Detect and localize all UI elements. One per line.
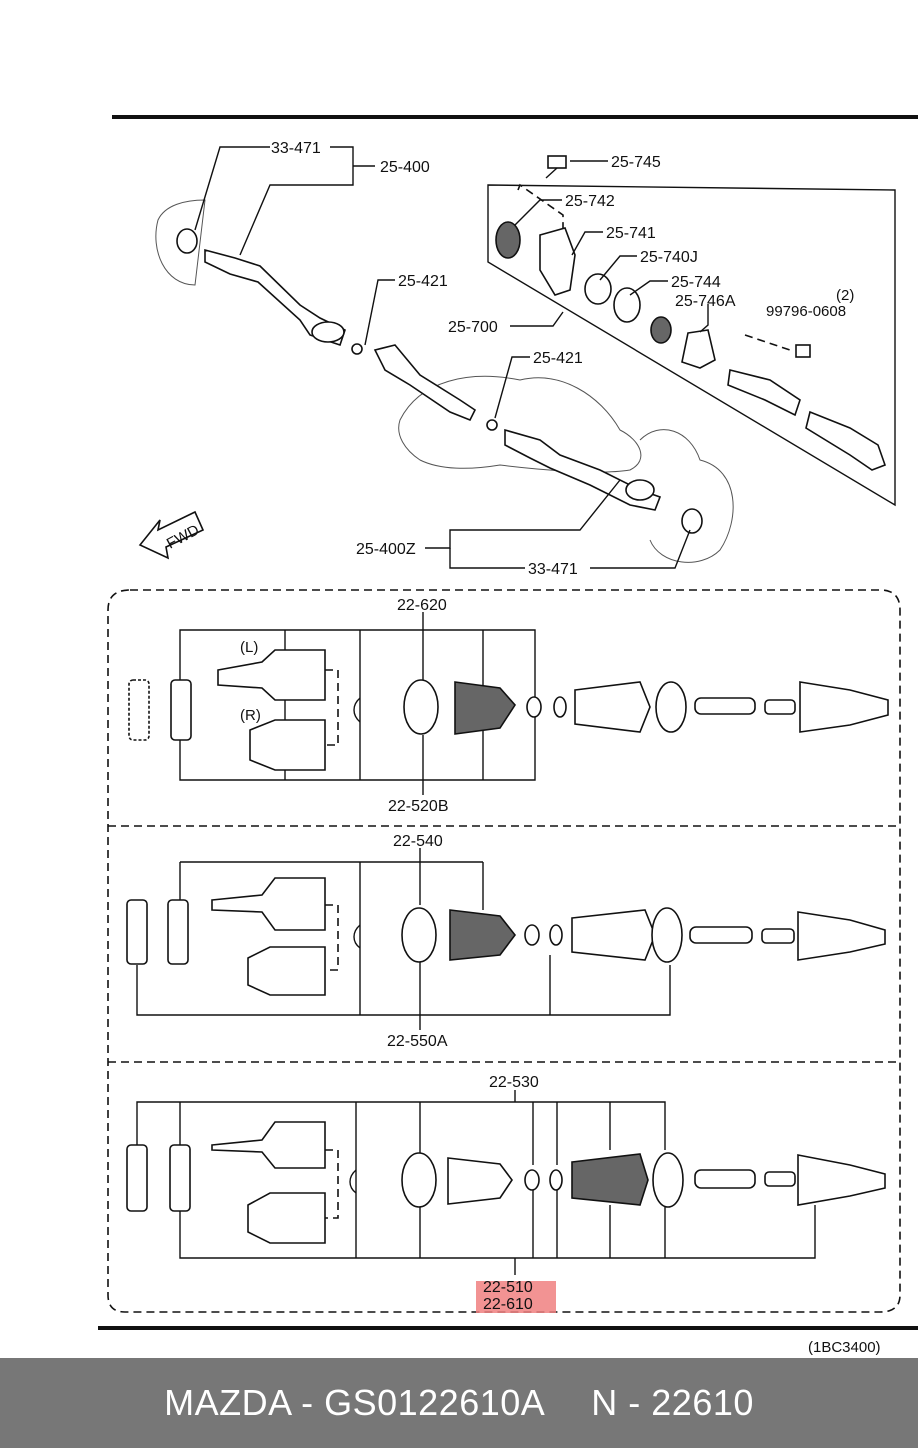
upper-leaders [194, 146, 709, 569]
callout-25-741: 25-741 [606, 225, 656, 242]
part-highlight [476, 1281, 556, 1313]
callout-25-400: 25-400 [380, 159, 430, 176]
variant-section-2 [126, 848, 886, 1030]
callout-25-740j: 25-740J [640, 249, 698, 266]
callout-25-745: 25-745 [611, 154, 661, 171]
diagram-code: (1BC3400) [808, 1339, 881, 1356]
callout-25-700: 25-700 [448, 319, 498, 336]
right-mark: (R) [240, 707, 261, 724]
callout-22-550a: 22-550A [387, 1033, 448, 1050]
callout-22-620: 22-620 [397, 597, 447, 614]
callout-22-510: 22-510 [483, 1279, 533, 1296]
callout-22-520b: 22-520B [388, 798, 449, 815]
variant-section-3 [126, 1090, 886, 1275]
parts-diagram: 33-471 25-400 25-745 25-742 25-741 25-74… [98, 115, 918, 1356]
callout-25-400z: 25-400Z [356, 541, 416, 558]
callout-25-421-a: 25-421 [398, 273, 448, 290]
callout-22-610: 22-610 [483, 1296, 533, 1313]
callout-22-530: 22-530 [489, 1074, 539, 1091]
callout-qty: (2) [836, 287, 854, 304]
callout-25-421-b: 25-421 [533, 350, 583, 367]
footer-bar: MAZDA - GS0122610A N - 22610 [0, 1358, 918, 1448]
variants-frame [107, 589, 901, 1313]
brand-part-number: MAZDA - GS0122610A [164, 1382, 546, 1423]
callout-22-540: 22-540 [393, 833, 443, 850]
left-mark: (L) [240, 639, 258, 656]
callout-33-471-top: 33-471 [271, 140, 321, 157]
variant-section-1 [128, 612, 889, 795]
reference-number: N - 22610 [591, 1382, 754, 1423]
callout-99796-0608: 99796-0608 [766, 303, 846, 320]
callout-33-471-bottom: 33-471 [528, 561, 578, 578]
callout-25-742: 25-742 [565, 193, 615, 210]
callout-25-746a: 25-746A [675, 293, 736, 310]
callout-25-744: 25-744 [671, 274, 721, 291]
upper-assembly [138, 155, 896, 563]
